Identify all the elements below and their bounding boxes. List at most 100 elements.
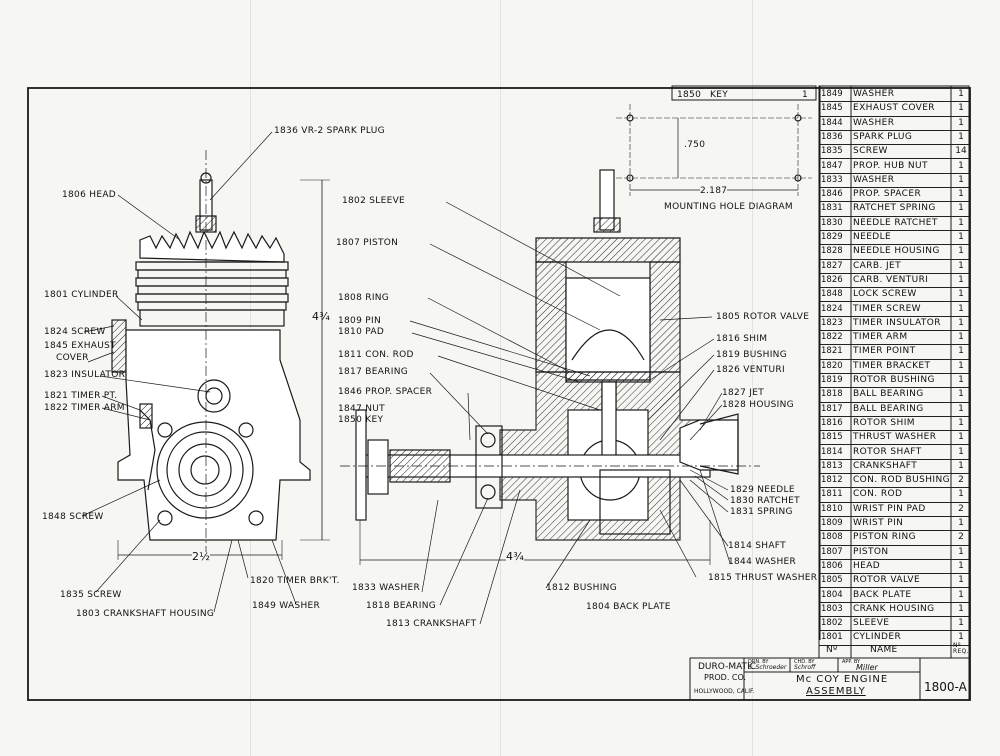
part-qty: 1 <box>958 417 964 428</box>
part-no: 1806 <box>821 560 843 571</box>
key-row-number: 1850 <box>677 90 702 100</box>
dimension-height: 4¾ <box>312 310 331 323</box>
part-name: THRUST WASHER <box>853 432 937 443</box>
part-name: EXHAUST COVER <box>853 103 935 114</box>
callout-washer-1833: 1833 WASHER <box>352 583 421 593</box>
part-qty: 1 <box>958 618 964 629</box>
drawing-title: Mc COY ENGINE <box>796 674 889 685</box>
part-qty: 2 <box>958 532 964 543</box>
part-no: 1820 <box>821 360 843 371</box>
part-name: BACK PLATE <box>853 589 912 600</box>
part-name: HEAD <box>853 560 881 571</box>
callout-ratchet: 1830 RATCHET <box>730 496 800 506</box>
part-qty: 1 <box>958 246 964 257</box>
part-qty: 1 <box>958 160 964 171</box>
part-no: 1847 <box>821 160 843 171</box>
part-name: NEEDLE HOUSING <box>853 246 940 257</box>
part-qty: 2 <box>958 475 964 486</box>
company-name: DURO-MATIC <box>698 662 757 672</box>
part-qty: 1 <box>958 375 964 385</box>
parts-header-qty: Nº REQ. <box>953 642 969 655</box>
callout-ring: 1808 RING <box>338 293 390 303</box>
part-no: 1827 <box>821 260 843 271</box>
part-qty: 1 <box>958 360 964 371</box>
fold-line <box>752 0 753 756</box>
dimension-hole-horizontal: 2.187 <box>700 186 728 196</box>
part-qty: 1 <box>958 389 964 400</box>
part-no: 1804 <box>821 589 843 600</box>
callout-bearing-1817: 1817 BEARING <box>338 367 408 377</box>
part-name: NEEDLE RATCHET <box>853 217 938 228</box>
part-no: 1808 <box>821 532 843 543</box>
callout-timer-brkt: 1820 TIMER BRK'T. <box>250 576 340 586</box>
company-location: HOLLYWOOD, CALIF. <box>694 688 755 695</box>
part-qty: 2 <box>958 503 964 514</box>
part-name: BALL BEARING <box>853 389 924 400</box>
part-no: 1821 <box>821 346 843 357</box>
callout-rotor-valve: 1805 ROTOR VALVE <box>716 312 810 322</box>
part-no: 1823 <box>821 317 843 328</box>
part-no: 1831 <box>821 203 843 214</box>
part-no: 1801 <box>821 632 843 643</box>
part-qty: 1 <box>958 303 964 314</box>
part-qty: 1 <box>958 317 964 328</box>
dimension-length: 4¾ <box>506 550 525 563</box>
part-name: CRANK HOUSING <box>853 603 935 614</box>
part-name: WASHER <box>853 117 895 128</box>
part-name: PISTON <box>853 546 889 557</box>
part-no: 1830 <box>821 217 843 228</box>
callout-nut: 1847 NUT <box>338 404 385 414</box>
parts-list-row: 1806 HEAD 1 <box>819 559 969 575</box>
part-no: 1816 <box>821 417 843 428</box>
part-name: CARB. JET <box>853 260 902 271</box>
drawn-by-label: DRN. BY <box>748 659 769 665</box>
callout-screw-1848: 1848 SCREW <box>42 512 104 522</box>
dimension-hole-vertical: .750 <box>684 140 706 150</box>
part-qty: 1 <box>958 117 964 128</box>
part-qty: 1 <box>958 346 964 357</box>
part-no: 1817 <box>821 403 843 414</box>
part-qty: 1 <box>958 89 964 99</box>
part-qty: 1 <box>958 560 964 571</box>
part-name: NEEDLE <box>853 232 892 242</box>
drawn-by-name: S. Schroeder <box>748 664 787 671</box>
callout-prop-spacer: 1846 PROP. SPACER <box>338 387 433 397</box>
part-name: WASHER <box>853 174 895 185</box>
dimension-width: 2½ <box>192 550 211 563</box>
part-qty: 1 <box>958 403 964 414</box>
part-qty: 1 <box>958 432 964 443</box>
part-qty: 14 <box>955 146 967 157</box>
callout-con-rod: 1811 CON. ROD <box>338 350 414 360</box>
part-name: CRANKSHAFT <box>853 460 918 471</box>
part-qty: 1 <box>958 189 964 200</box>
part-no: 1835 <box>821 146 843 157</box>
part-qty: 1 <box>958 546 964 557</box>
part-no: 1802 <box>821 618 843 629</box>
part-name: PROP. SPACER <box>853 189 922 200</box>
callout-venturi: 1826 VENTURI <box>716 365 785 375</box>
callout-back-plate: 1804 BACK PLATE <box>586 602 671 612</box>
callout-thrust-washer: 1815 THRUST WASHER <box>708 573 818 583</box>
callout-pad: 1810 PAD <box>338 327 385 337</box>
callout-bearing-1818: 1818 BEARING <box>366 601 436 611</box>
callout-crankshaft-housing: 1803 CRANKSHAFT HOUSING <box>76 609 215 619</box>
callout-washer-1849: 1849 WASHER <box>252 601 321 611</box>
